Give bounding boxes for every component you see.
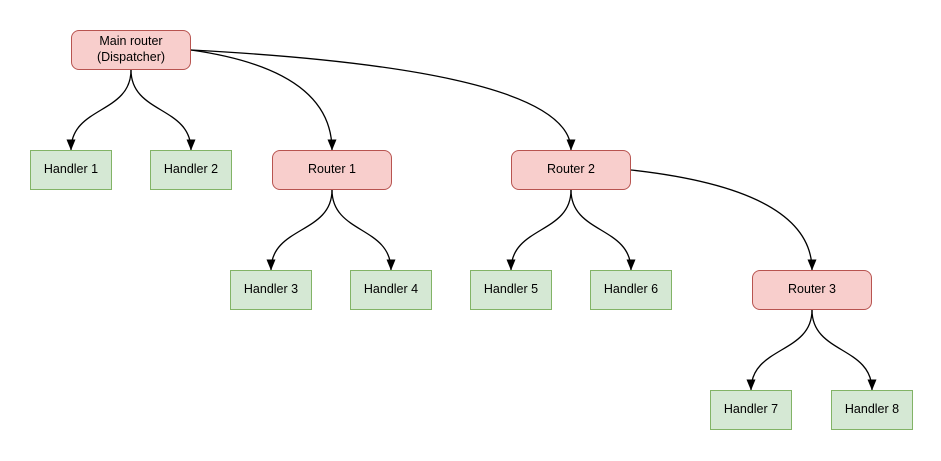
edge-r2-h6 [570, 189, 636, 271]
node-h3: Handler 3 [230, 270, 312, 310]
node-h2: Handler 2 [150, 150, 232, 190]
node-label-r1: Router 1 [308, 162, 356, 177]
node-label-r2: Router 2 [547, 162, 595, 177]
node-label-h1: Handler 1 [43, 162, 99, 177]
node-label-h8: Handler 8 [844, 402, 900, 417]
node-h8: Handler 8 [831, 390, 913, 430]
node-h7: Handler 7 [710, 390, 792, 430]
edge-r1-h3 [266, 189, 333, 271]
edge-r2-h5 [506, 189, 572, 271]
node-label-h2: Handler 2 [163, 162, 219, 177]
node-r3: Router 3 [752, 270, 872, 310]
node-label-h5: Handler 5 [483, 282, 539, 297]
edge-main-h1 [66, 69, 132, 151]
edge-r1-h4 [331, 189, 396, 271]
node-label-h7: Handler 7 [723, 402, 779, 417]
node-r2: Router 2 [511, 150, 631, 190]
edge-main-r1 [190, 49, 337, 151]
edge-main-r2 [190, 49, 576, 151]
node-main: Main router (Dispatcher) [71, 30, 191, 70]
node-r1: Router 1 [272, 150, 392, 190]
node-label-h4: Handler 4 [363, 282, 419, 297]
edge-r3-h7 [746, 309, 813, 391]
node-label-main: Main router (Dispatcher) [96, 34, 166, 64]
edge-r3-h8 [811, 309, 877, 391]
node-label-h6: Handler 6 [603, 282, 659, 297]
node-h5: Handler 5 [470, 270, 552, 310]
node-label-h3: Handler 3 [243, 282, 299, 297]
node-h6: Handler 6 [590, 270, 672, 310]
node-h4: Handler 4 [350, 270, 432, 310]
edges-group [66, 49, 877, 391]
node-h1: Handler 1 [30, 150, 112, 190]
edge-main-h2 [130, 69, 196, 151]
node-label-r3: Router 3 [788, 282, 836, 297]
edge-r2-r3 [630, 169, 817, 271]
